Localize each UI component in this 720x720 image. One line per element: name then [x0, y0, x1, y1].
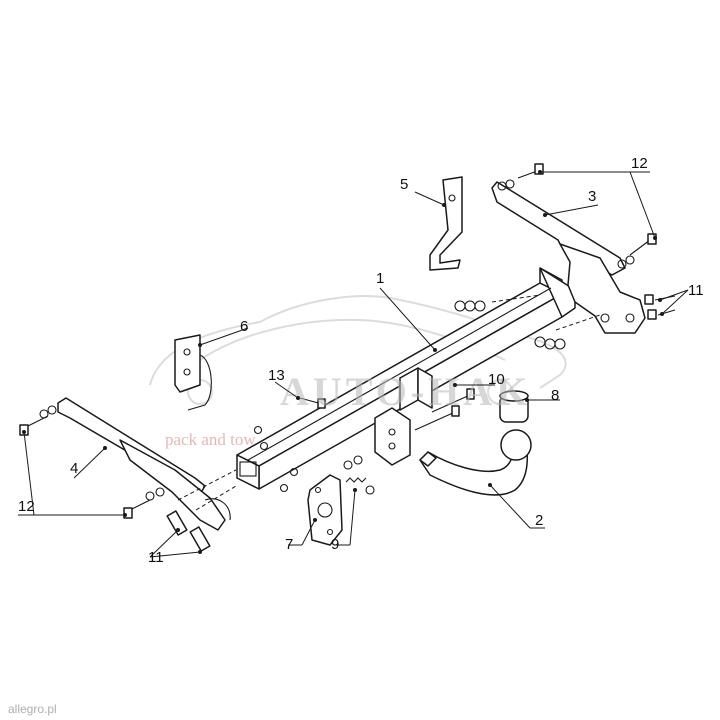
- watermark-tagline: pack and tow: [165, 430, 256, 449]
- towball-head: [500, 429, 532, 461]
- callout-label-2: 2: [535, 512, 543, 529]
- callout-10: 10: [453, 371, 505, 388]
- callout-label-8: 8: [551, 387, 559, 404]
- mount-plate: [374, 407, 411, 466]
- callout-label-7: 7: [285, 536, 293, 553]
- callout-label-1: 1: [376, 270, 384, 287]
- callout-label-13: 13: [268, 367, 285, 384]
- bolts-10: [414, 388, 475, 431]
- small-bracket-6: [174, 334, 212, 411]
- main-crossbar: [236, 267, 576, 490]
- callout-label-10: 10: [488, 371, 505, 388]
- callout-7: 7: [285, 518, 317, 553]
- callout-12-right: 12: [538, 155, 657, 240]
- callout-1: 1: [376, 270, 437, 352]
- callout-3: 3: [543, 188, 599, 217]
- callout-11-right: 11: [658, 282, 704, 316]
- callout-label-11-left: 11: [148, 549, 164, 566]
- watermark-brand: AUTO-HAK: [280, 369, 531, 414]
- bolt-12-right: [617, 233, 657, 269]
- watermark-site: allegro.pl: [8, 702, 57, 716]
- socket-plate-7: [307, 474, 343, 546]
- callout-label-5: 5: [400, 176, 408, 193]
- callout-label-9: 9: [331, 536, 339, 553]
- callout-4: 4: [70, 446, 107, 479]
- callout-9: 9: [331, 488, 357, 553]
- small-bracket-5: [429, 176, 463, 271]
- callout-13: 13: [268, 367, 300, 400]
- nuts-right: [454, 300, 566, 350]
- callout-12-left: 12: [18, 430, 127, 517]
- bolt-13: [253, 397, 326, 493]
- right-side-bracket: [491, 181, 646, 334]
- callout-label-11-right: 11: [688, 282, 704, 299]
- bolt-11-left: [166, 510, 211, 552]
- callout-6: 6: [198, 318, 248, 347]
- callout-2: 2: [488, 483, 545, 529]
- callout-label-4: 4: [70, 460, 78, 477]
- callout-8: 8: [525, 387, 560, 404]
- callout-label-6: 6: [240, 318, 248, 335]
- callout-5: 5: [400, 176, 446, 207]
- left-side-bracket: [57, 397, 231, 531]
- callout-label-12-left: 12: [18, 498, 35, 515]
- bolt-12-top: [497, 163, 544, 191]
- spring-9: [343, 455, 375, 495]
- callout-11-left: 11: [148, 528, 202, 566]
- callout-label-12-right: 12: [631, 155, 648, 172]
- hardware-bolts: [19, 163, 676, 552]
- callout-label-3: 3: [588, 188, 596, 205]
- ball-cover: [499, 390, 529, 423]
